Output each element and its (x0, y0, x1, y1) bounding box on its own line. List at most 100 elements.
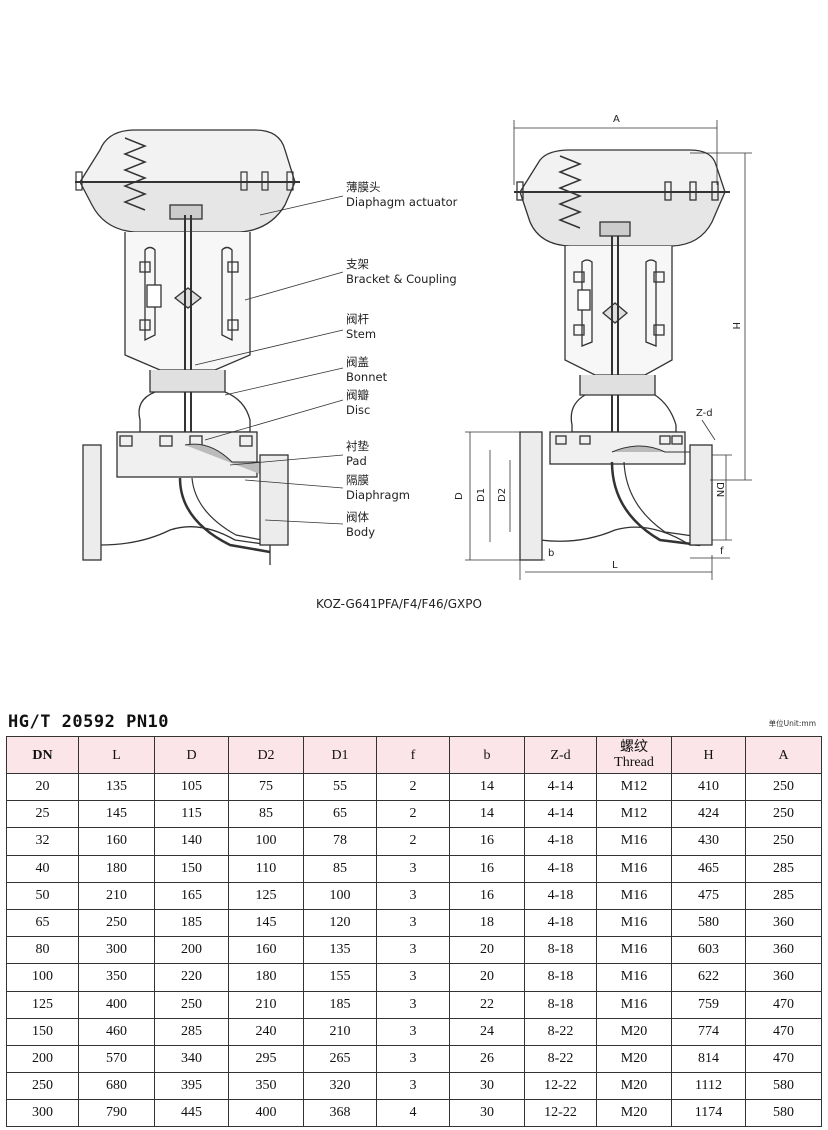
table-cell: 814 (671, 1044, 746, 1074)
model-caption: KOZ-G641PFA/F4/F46/GXPO (316, 597, 482, 611)
table-cell: 24 (449, 1017, 525, 1046)
table-cell: 8-18 (524, 936, 597, 965)
table-cell: 25 (6, 800, 79, 829)
column-header: A (745, 736, 822, 774)
left-bracket (124, 215, 251, 440)
table-cell: 570 (78, 1044, 155, 1074)
table-cell: 580 (745, 1099, 822, 1128)
table-cell: M20 (596, 1099, 672, 1128)
part-labels: 薄膜头 Diaphagm actuator 支架 Bracket & Coupl… (346, 180, 458, 539)
table-cell: 50 (6, 881, 79, 910)
table-cell: M20 (596, 1072, 672, 1101)
table-cell: 4 (376, 1099, 450, 1128)
table-cell: 8-18 (524, 990, 597, 1019)
table-cell: 14 (449, 772, 525, 802)
table-cell: 400 (78, 990, 155, 1019)
table-cell: 320 (303, 1072, 377, 1101)
table-cell: 759 (671, 990, 746, 1019)
label-stem-en: Stem (346, 327, 376, 341)
table-cell: 3 (376, 1044, 450, 1074)
label-leaders (194, 195, 344, 525)
table-cell: 475 (671, 881, 746, 910)
table-cell: M16 (596, 908, 672, 938)
table-cell: 160 (228, 936, 304, 965)
dimension-letters: A H Z-d DN D D1 D2 b L f (454, 114, 741, 571)
table-header: HG/T 20592 PN10 单位Unit:mm (6, 708, 822, 736)
column-header: f (376, 736, 450, 774)
table-cell: 622 (671, 963, 746, 992)
table-cell: 165 (154, 881, 229, 910)
table-cell: 4-18 (524, 827, 597, 856)
label-bracket-en: Bracket & Coupling (346, 272, 457, 286)
table-cell: 185 (303, 990, 377, 1019)
table-cell: 100 (6, 963, 79, 992)
table-cell: 14 (449, 800, 525, 829)
table-cell: 16 (449, 854, 525, 883)
table-cell: 1174 (671, 1099, 746, 1128)
table-cell: M16 (596, 854, 672, 883)
left-bonnet-body (82, 370, 289, 565)
label-pad-cn: 衬垫 (346, 439, 369, 453)
table-cell: 580 (671, 908, 746, 938)
table-cell: 250 (154, 990, 229, 1019)
table-cell: 470 (745, 1044, 822, 1074)
table-cell: 445 (154, 1099, 229, 1128)
table-cell: 145 (78, 800, 155, 829)
table-cell: 180 (78, 854, 155, 883)
table-cell: 580 (745, 1072, 822, 1101)
table-cell: 12-22 (524, 1099, 597, 1128)
table-cell: 135 (78, 772, 155, 802)
table-cell: 22 (449, 990, 525, 1019)
column-header-label: DN (32, 747, 53, 763)
table-cell: 16 (449, 881, 525, 910)
table-cell: M20 (596, 1017, 672, 1046)
table-cell: 210 (228, 990, 304, 1019)
table-cell: 155 (303, 963, 377, 992)
table-cell: 110 (228, 854, 304, 883)
dim-dn: DN (714, 482, 725, 497)
label-body-cn: 阀体 (346, 510, 369, 524)
table-cell: 4-14 (524, 772, 597, 802)
column-header-label: D (186, 747, 197, 763)
table-cell: M12 (596, 800, 672, 829)
column-header-label: f (410, 747, 416, 763)
unit-note: 单位Unit:mm (768, 719, 816, 728)
dim-a: A (613, 114, 620, 125)
column-header-label: D2 (257, 747, 275, 763)
dim-zd: Z-d (696, 408, 713, 419)
table-cell: 240 (228, 1017, 304, 1046)
column-header-label: D1 (331, 747, 349, 763)
table-cell: 200 (154, 936, 229, 965)
table-cell: 210 (303, 1017, 377, 1046)
column-header-label: H (703, 747, 714, 763)
table-cell: 2 (376, 800, 450, 829)
table-cell: 85 (228, 800, 304, 829)
table-cell: 285 (154, 1017, 229, 1046)
table-cell: 4-18 (524, 908, 597, 938)
table-cell: 424 (671, 800, 746, 829)
table-cell: 4-14 (524, 800, 597, 829)
column-header: D1 (303, 736, 377, 774)
table-cell: 400 (228, 1099, 304, 1128)
table-cell: 1112 (671, 1072, 746, 1101)
table-cell: 295 (228, 1044, 304, 1074)
right-diaphragm-actuator (514, 149, 730, 247)
table-cell: 8-18 (524, 963, 597, 992)
table-cell: 680 (78, 1072, 155, 1101)
table-cell: 78 (303, 827, 377, 856)
table-cell: 3 (376, 990, 450, 1019)
dim-f: f (720, 546, 724, 557)
label-diaphragm-cn: 隔膜 (346, 473, 369, 487)
right-bracket (564, 236, 673, 445)
column-header-label: A (778, 747, 789, 763)
column-header-label: b (483, 747, 491, 763)
